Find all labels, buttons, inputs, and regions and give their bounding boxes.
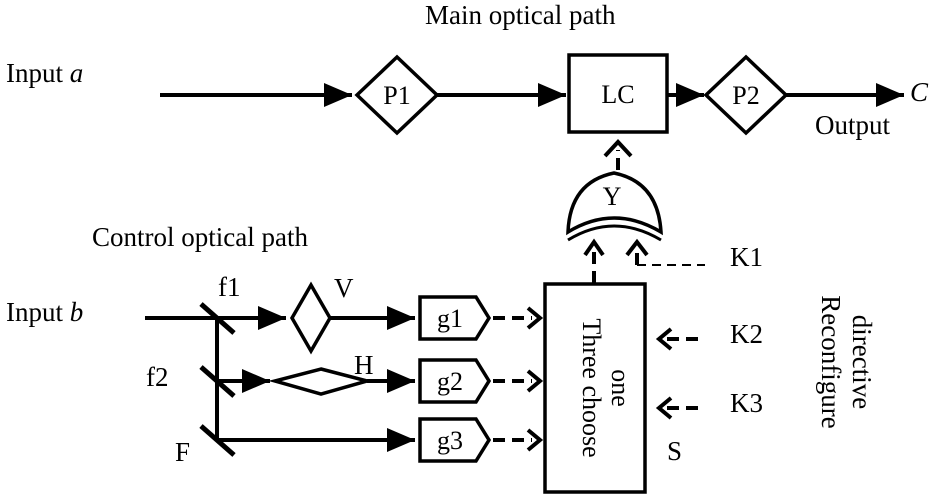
selector-three-choose-one: Three choose one: [543, 282, 647, 494]
h-label: H: [354, 350, 374, 380]
chevron-g3-to-selector: [526, 428, 544, 452]
f-label: F: [175, 437, 190, 467]
v-label: V: [334, 273, 354, 303]
xor-gate-y: Y: [566, 171, 663, 242]
input-b-label: Input b: [6, 297, 83, 327]
input-a-prefix: Input: [6, 58, 70, 88]
chevron-s-to-y: [583, 238, 605, 257]
g3-label: g3: [437, 426, 463, 455]
chevron-g1-to-selector: [526, 306, 544, 330]
polarizer-h: [268, 367, 374, 396]
chevron-y-to-lc: [603, 139, 633, 158]
y-label: Y: [603, 182, 622, 211]
f2-label: f2: [146, 362, 169, 392]
input-b-prefix: Input: [6, 297, 70, 327]
reconfigure-line2: directive: [847, 315, 877, 409]
f1-label: f1: [218, 272, 241, 302]
control-path-title: Control optical path: [92, 222, 308, 252]
output-label: Output: [815, 110, 891, 140]
input-a-var: a: [70, 58, 84, 88]
chevron-k1-to-y: [625, 238, 649, 257]
polarizer-p2: P2: [703, 54, 789, 136]
input-b-var: b: [70, 297, 84, 327]
chevron-g2-to-selector: [526, 369, 544, 393]
k2-label: K2: [730, 319, 763, 349]
liquid-crystal-lc: LC: [567, 53, 669, 134]
main-path-title: Main optical path: [425, 0, 616, 30]
chevron-k2-to-selector: [655, 327, 673, 351]
detector-g2: g2: [418, 358, 492, 404]
polarizer-v: [289, 281, 333, 355]
k1-label: K1: [730, 242, 763, 272]
reconfigure-line1: Reconfigure: [816, 295, 846, 428]
output-var: C: [910, 77, 929, 107]
k3-label: K3: [730, 388, 763, 418]
p1-label: P1: [383, 81, 410, 110]
selector-label-line1: Three choose: [577, 318, 606, 457]
detector-g1: g1: [418, 295, 492, 341]
g1-label: g1: [437, 304, 463, 333]
g2-label: g2: [437, 367, 463, 396]
lc-label: LC: [601, 80, 634, 109]
p2-label: P2: [732, 81, 759, 110]
input-a-label: Input a: [6, 58, 83, 88]
detector-g3: g3: [418, 417, 492, 463]
polarizer-p1: P1: [354, 54, 440, 136]
selector-label-line2: one: [606, 369, 635, 407]
selector-s-label: S: [667, 436, 682, 466]
chevron-k3-to-selector: [655, 396, 673, 420]
